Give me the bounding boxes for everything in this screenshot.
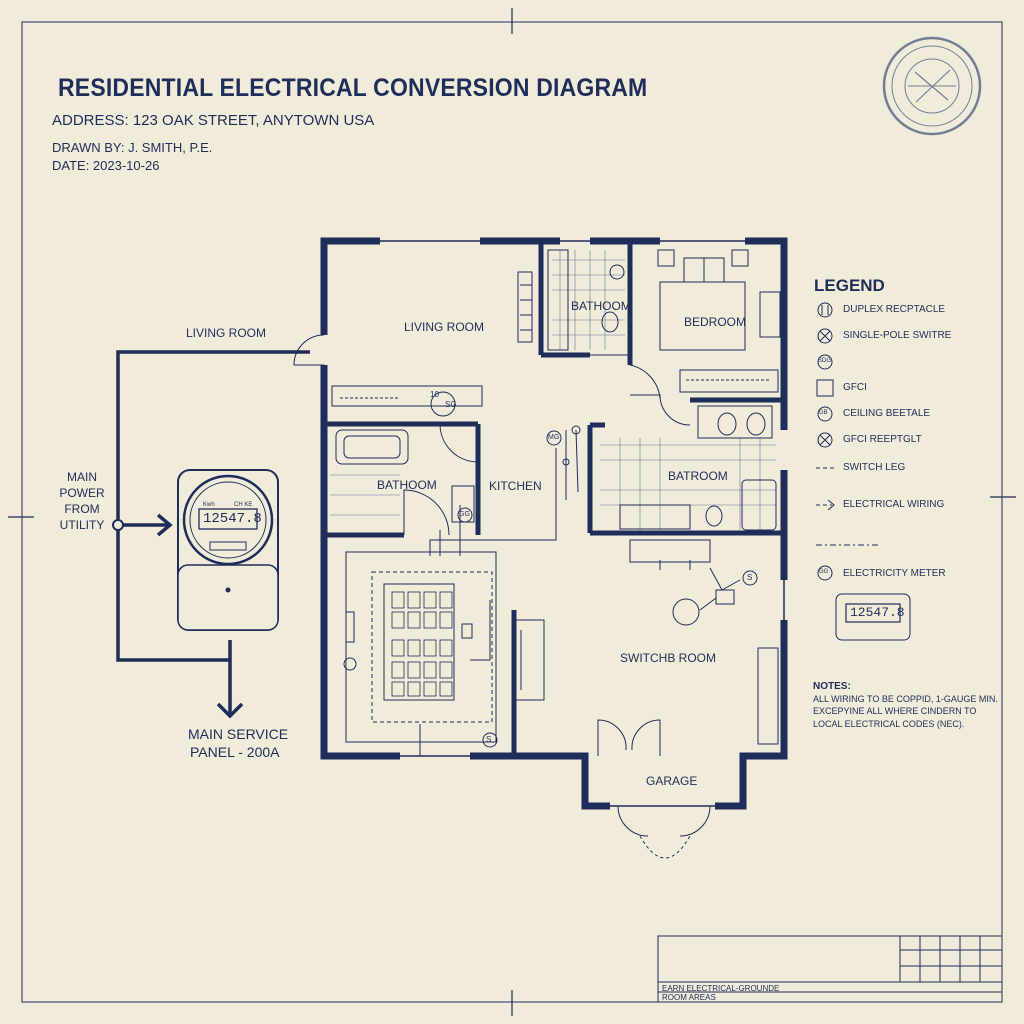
main-power-label-2: POWER <box>59 486 105 500</box>
legend-symbol-text: GG <box>819 569 829 575</box>
utility-feed-line <box>116 350 310 719</box>
approval-stamp-icon <box>882 36 982 136</box>
title-block-line: ROOM AREAS <box>662 993 716 1002</box>
note-line: EXCEPYINE ALL WHERE CINDERN TO <box>813 706 977 716</box>
main-power-label-1: MAIN <box>67 470 97 484</box>
electric-meter-icon <box>177 469 279 631</box>
gfci-x-icon <box>817 432 833 448</box>
fixture-tag: GG <box>459 511 470 518</box>
meter-legend-icon <box>817 565 833 581</box>
duplex-receptacle-icon <box>817 302 833 318</box>
meter-reading: 12547.8 <box>203 511 262 527</box>
legend-item-label: ELECTRICAL WIRING <box>843 499 945 510</box>
main-panel-label-2: PANEL - 200A <box>190 744 280 760</box>
feed-node <box>112 519 124 531</box>
wiring-arrow-icon <box>816 499 835 511</box>
legend-item-label: SWITCH LEG <box>843 462 906 473</box>
sdg-icon <box>817 354 833 370</box>
note-line: LOCAL ELECTRICAL CODES (NEC). <box>813 719 965 729</box>
legend-symbol-text: GB <box>819 410 828 416</box>
room-bedroom: BEDROOM <box>684 315 747 329</box>
gfci-square-icon <box>816 379 834 397</box>
legend-item-label: GFCI <box>843 382 867 393</box>
room-bathroom-right: BATROOM <box>668 469 728 483</box>
title-block <box>657 935 1003 1003</box>
fixture-tag: SG <box>445 400 457 409</box>
sheet-border <box>8 8 1016 1016</box>
legend-symbols <box>816 302 911 641</box>
title-block-line: EARN ELECTRICAL-GROUNDE <box>662 984 780 993</box>
switch-x-icon <box>817 328 833 344</box>
meter-unit-label-2: CH KE <box>234 502 253 508</box>
meter-unit-label: Kwh <box>203 502 215 508</box>
main-panel-label-1: MAIN SERVICE <box>188 726 289 742</box>
drawn-by-text: DRAWN BY: J. SMITH, P.E. <box>52 140 213 155</box>
ceiling-icon <box>817 406 833 422</box>
fixture-tag: S <box>486 735 492 744</box>
page-title: RESIDENTIAL ELECTRICAL CONVERSION DIAGRA… <box>58 74 648 102</box>
floor-plan <box>293 237 788 859</box>
main-power-label-4: UTILITY <box>59 518 105 532</box>
fixture-tag: MG <box>548 434 560 441</box>
legend-item-label: GFCI REEPTGLT <box>843 434 922 445</box>
main-power-label-3: FROM <box>64 502 100 516</box>
room-bathroom-left: BATHOOM <box>377 478 437 492</box>
date-text: DATE: 2023-10-26 <box>52 158 160 173</box>
legend-item-label: SINGLE-POLE SWITRE <box>843 330 952 341</box>
room-garage: GARAGE <box>646 774 698 788</box>
note-line: ALL WIRING TO BE COPPID, 1-GAUGE MIN. <box>813 694 998 704</box>
side-label-living-room: LIVING ROOM <box>186 326 267 340</box>
room-switch-room: SWITCHB ROOM <box>620 651 716 665</box>
legend-item-label: DUPLEX RECPTACLE <box>843 304 946 315</box>
legend-meter-icon <box>835 593 911 641</box>
legend-symbol-text: SDG <box>818 358 832 364</box>
fixture-tag: 10 <box>430 390 439 399</box>
room-living-room: LIVING ROOM <box>404 320 485 334</box>
notes-title: NOTES: <box>813 681 851 692</box>
legend-title: LEGEND <box>814 276 885 295</box>
address-text: ADDRESS: 123 OAK STREET, ANYTOWN USA <box>52 112 375 129</box>
room-kitchen: KITCHEN <box>489 479 542 493</box>
legend-item-label: ELECTRICITY METER <box>843 568 946 579</box>
legend-item-label: CEILING BEETALE <box>843 408 931 419</box>
legend-meter-reading: 12547.8 <box>850 605 905 620</box>
room-bathroom-top: BATHOOM <box>571 299 631 313</box>
fixture-tag: S <box>747 573 753 582</box>
